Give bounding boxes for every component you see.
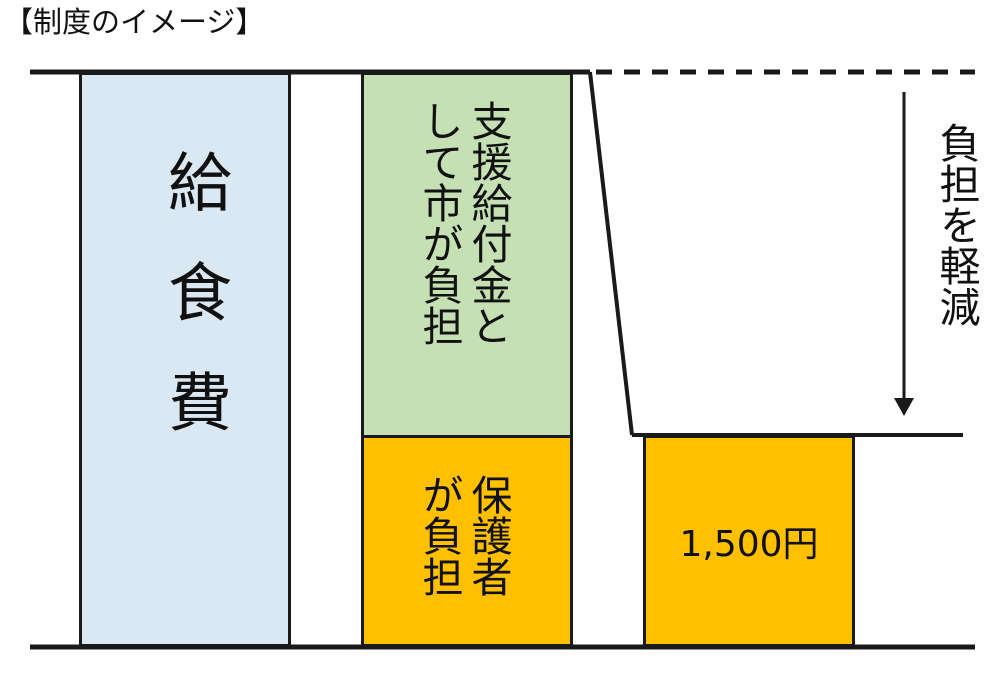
city-support-label-line1: 支援給付金と: [464, 100, 512, 346]
slope-line: [588, 71, 634, 436]
reduced-cost-amount: 1,500円: [679, 524, 819, 565]
reduction-label: 負担を軽減: [932, 122, 980, 327]
guardian-label-line2: が負担: [415, 474, 463, 597]
page-title: 【制度のイメージ】: [4, 5, 265, 39]
reduced-cost-block: 1,500円: [643, 435, 855, 647]
meal-cost-label: 給食費: [157, 149, 231, 479]
reduction-arrowhead: [894, 398, 914, 416]
guardian-label-line1: 保護者: [464, 474, 512, 597]
city-support-label-line2: して市が負担: [415, 100, 463, 346]
meal-cost-column: 給食費: [79, 72, 291, 647]
